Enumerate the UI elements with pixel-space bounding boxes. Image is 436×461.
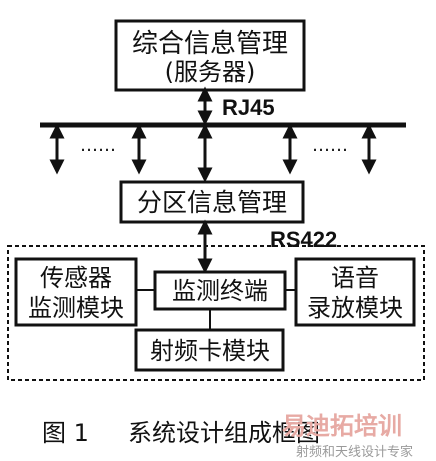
sensor-box-line1: 传感器 [40,264,112,292]
watermark: 易迪拓培训 射频和天线设计专家 [282,412,413,460]
watermark-line2: 射频和天线设计专家 [296,444,413,460]
watermark-line1: 易迪拓培训 [282,412,402,440]
partition-box-label: 分区信息管理 [137,188,287,217]
ellipsis-left: …… [80,135,116,156]
sensor-box-line2: 监测模块 [28,294,124,322]
rf-box: 射频卡模块 [134,328,285,372]
sensor-box: 传感器 监测模块 [14,257,138,327]
voice-box-line1: 语音 [331,264,379,292]
link-label: RS422 [270,227,337,252]
voice-box: 语音 录放模块 [294,257,416,327]
rf-box-label: 射频卡模块 [150,337,270,365]
ellipsis-right: …… [312,135,348,156]
voice-box-line2: 录放模块 [307,294,403,322]
server-box-line2: (服务器) [165,58,256,86]
partition-box: 分区信息管理 [119,180,305,224]
bus-label: RJ45 [222,95,275,120]
figure-caption: 图 1 系统设计组成框图 [42,419,320,447]
terminal-box-label: 监测终端 [172,277,268,305]
subsystem-enclosure [7,245,425,381]
server-box-line1: 综合信息管理 [132,29,288,59]
figure-title: 系统设计组成框图 [128,419,320,447]
server-box: 综合信息管理 (服务器) [114,19,306,92]
figure-number: 图 1 [42,419,89,447]
terminal-box: 监测终端 [153,270,287,311]
